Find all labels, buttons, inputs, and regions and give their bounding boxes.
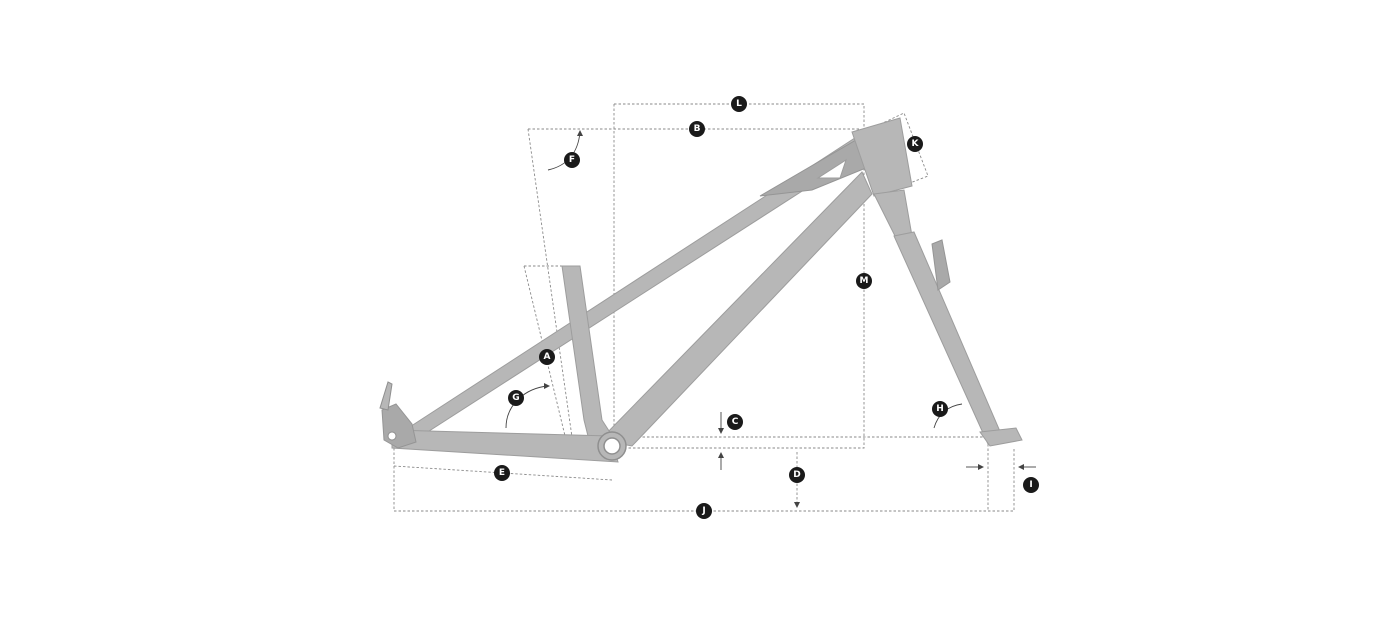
down-tube — [598, 171, 873, 447]
fork-arch — [931, 239, 951, 291]
badges: L B K F M A G C — [494, 96, 1039, 519]
arrow-c-up-head — [718, 452, 724, 458]
rear-axle — [387, 431, 397, 441]
dimension-line-a — [523, 265, 567, 441]
badge-m-label: M — [860, 276, 869, 286]
bike-frame — [379, 117, 1023, 463]
badge-m: M — [856, 273, 872, 289]
badge-j-label: J — [701, 506, 705, 516]
badge-c-label: C — [732, 417, 739, 427]
arrow-g-head — [544, 383, 550, 389]
dimension-lines — [393, 103, 1020, 512]
badge-f: F — [564, 152, 580, 168]
chainstay — [391, 429, 619, 463]
badge-g-label: G — [512, 393, 519, 403]
badge-e: E — [494, 465, 510, 481]
arrow-i-right-head — [1018, 464, 1024, 470]
badge-l: L — [731, 96, 747, 112]
badge-a-label: A — [544, 352, 551, 362]
badge-b: B — [689, 121, 705, 137]
badge-d: D — [789, 467, 805, 483]
badge-b-label: B — [694, 124, 701, 134]
badge-f-label: F — [569, 155, 575, 165]
badge-d-label: D — [793, 470, 800, 480]
arrow-c-down-head — [718, 428, 724, 434]
badge-i-label: I — [1029, 480, 1032, 490]
arrow-i-left-head — [978, 464, 984, 470]
badge-i: I — [1023, 477, 1039, 493]
rear-dropout — [381, 403, 417, 449]
seat-tube — [561, 265, 621, 453]
dimension-line-f — [527, 128, 573, 438]
fork-stanchion — [893, 231, 1003, 445]
dimension-line-l — [614, 103, 865, 132]
badge-g: G — [508, 390, 524, 406]
gusset-cutout — [816, 158, 847, 179]
badge-h: H — [932, 401, 948, 417]
badge-e-label: E — [499, 468, 505, 478]
arrow-f-head — [577, 130, 583, 136]
badge-l-label: L — [736, 99, 742, 109]
arrow-d-head — [794, 502, 800, 508]
dimension-line-m — [614, 132, 865, 449]
head-tube — [851, 117, 913, 197]
fork-steerer — [873, 189, 913, 239]
bottom-bracket-bore — [603, 437, 621, 455]
badge-c: C — [727, 414, 743, 430]
dropout-hook — [379, 381, 393, 411]
badge-k-label: K — [912, 139, 920, 149]
badge-a: A — [539, 349, 555, 365]
badge-h-label: H — [936, 404, 944, 414]
badge-j: J — [696, 503, 712, 519]
dimension-line-j — [393, 448, 1015, 512]
badge-k: K — [907, 136, 923, 152]
fork-dropout — [979, 427, 1023, 447]
